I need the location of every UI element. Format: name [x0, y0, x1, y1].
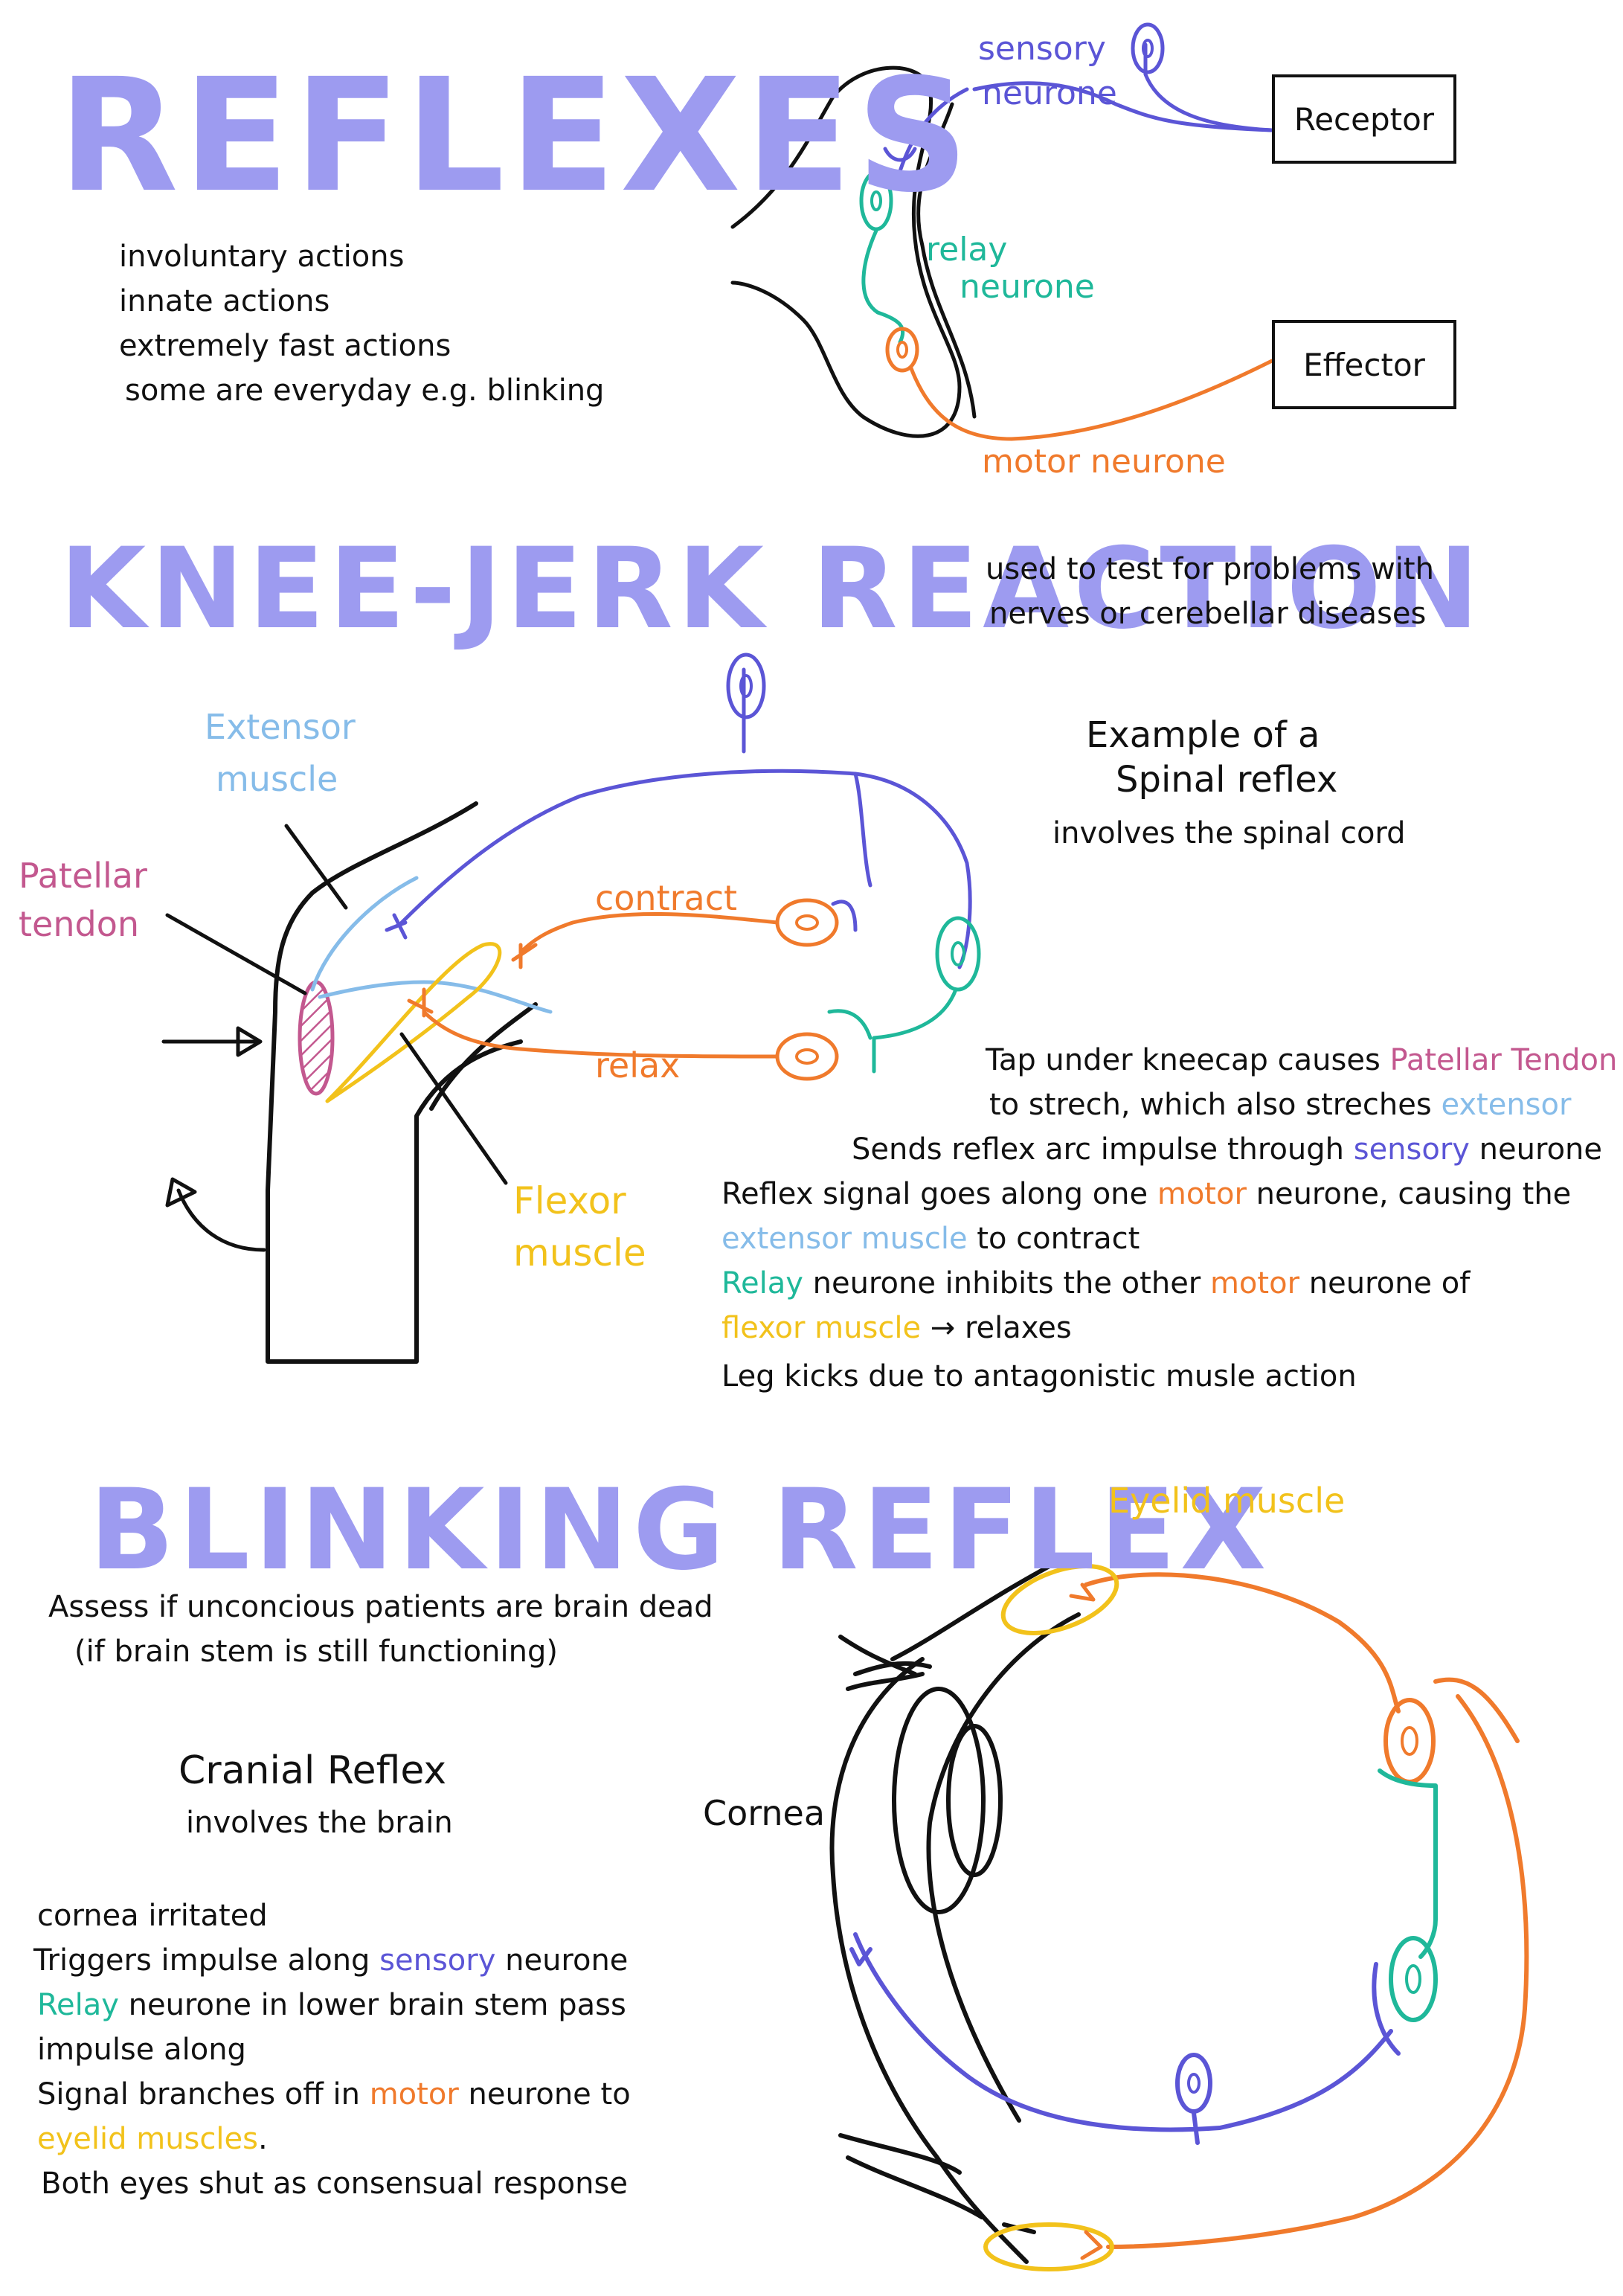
cornea-label: Cornea [703, 1793, 826, 1833]
reflexes-point-1: involuntary actions [119, 240, 405, 274]
spinal-cord-outline [730, 65, 962, 438]
example-line-3: involves the spinal cord [1052, 816, 1406, 850]
knee-jerk-diagram [161, 652, 981, 1364]
knee-relay-cell-icon [935, 916, 981, 992]
reflexes-title: REFLEXES [58, 45, 974, 227]
blinking-assess-1: Assess if unconcious patients are brain … [48, 1590, 713, 1624]
flexor-muscle-shape [325, 942, 502, 1103]
tap-arrow-icon [161, 1026, 263, 1057]
knee-motor-cell-contract-icon [775, 898, 839, 947]
relay-label: relay [926, 231, 1008, 269]
blink-step-2: Triggers impulse along sensory neurone [33, 1943, 629, 1978]
extensor-label: Extensor [205, 707, 356, 747]
kick-arrow-icon [165, 1177, 266, 1252]
motor-label: motor neurone [982, 443, 1226, 481]
blink-step-7: Both eyes shut as consensual response [41, 2167, 628, 2201]
knee-step-3: Sends reflex arc impulse through sensory… [852, 1132, 1602, 1167]
knee-sensory-cell-icon [726, 652, 766, 719]
lens-shape [892, 1687, 986, 1914]
blink-step-1: cornea irritated [37, 1899, 268, 1933]
knee-step-4: Reflex signal goes along one motor neuro… [721, 1177, 1572, 1211]
blink-step-5: Signal branches off in motor neurone to [37, 2077, 631, 2111]
patellar-tendon-shape [298, 980, 335, 1096]
sensory-branch [883, 87, 969, 173]
eye-outline [829, 1657, 1029, 2264]
knee-step-5: extensor muscle to contract [721, 1222, 1140, 1256]
knee-step-7: flexor muscle → relaxes [721, 1311, 1072, 1345]
upper-lashes [838, 1553, 1073, 1691]
contract-label: contract [595, 878, 738, 918]
blink-step-3: Relay neurone in lower brain stem pass [37, 1988, 626, 2022]
sensory-label: sensory [978, 30, 1106, 68]
flexor-label: Flexor [513, 1179, 626, 1222]
cornea-shape [946, 1724, 1003, 1877]
effector-box: Effector [1272, 320, 1456, 409]
motor-cell-body-icon [885, 327, 919, 373]
reflexes-point-3: extremely fast actions [119, 329, 451, 363]
knee-step-1: Tap under kneecap causes Patellar Tendon [986, 1043, 1618, 1077]
motor-neurone-line [909, 359, 1274, 441]
knee-jerk-desc-1: used to test for problems with [986, 552, 1434, 586]
blinking-title: BLINKING REFLEX [89, 1466, 1271, 1595]
relay-neurone-line [861, 228, 905, 344]
sensory-label-2: neurone [982, 74, 1117, 112]
reflexes-point-2: innate actions [119, 284, 330, 318]
lower-eyelid-muscle [983, 2222, 1114, 2271]
sensory-cell-body-icon [1131, 22, 1165, 74]
cranial-reflex-sub: involves the brain [186, 1806, 453, 1840]
sensory-neurone-arc [1143, 42, 1274, 132]
blinking-diagram [829, 1553, 1529, 2271]
blink-step-4: impulse along [37, 2033, 246, 2067]
receptor-box: Receptor [1272, 74, 1456, 164]
knee-motor-cell-relax-icon [775, 1032, 839, 1081]
blinking-assess-2: (if brain stem is still functioning) [74, 1635, 558, 1669]
patellar-label: Patellar [19, 856, 147, 896]
example-line-2: Spinal reflex [1116, 759, 1338, 801]
cranial-reflex-heading: Cranial Reflex [179, 1748, 447, 1793]
sensory-axon [972, 81, 1274, 132]
knee-step-6: Relay neurone inhibits the other motor n… [721, 1266, 1471, 1301]
example-line-1: Example of a [1086, 714, 1320, 756]
patellar-label-2: tendon [19, 904, 139, 944]
eye-motor-cell-icon [1383, 1698, 1436, 1784]
knee-step-2: to strech, which also streches extensor [989, 1088, 1572, 1122]
flexor-label-2: muscle [513, 1231, 646, 1274]
blink-step-6: eyelid muscles. [37, 2122, 268, 2156]
knee-step-8: Leg kicks due to antagonistic musle acti… [721, 1359, 1357, 1394]
lower-lashes [838, 2133, 1036, 2234]
knee-jerk-title: KNEE-JERK REACTION [60, 525, 1484, 654]
reflexes-point-4: some are everyday e.g. blinking [125, 373, 605, 408]
eye-relay-neurone [1378, 1769, 1438, 1959]
extensor-muscle-shape [310, 876, 553, 1014]
eye-relay-cell-icon [1389, 1936, 1438, 2022]
knee-jerk-desc-2: nerves or cerebellar diseases [989, 597, 1427, 631]
eye-motor-neurone [1084, 1572, 1529, 2249]
relay-label-2: neurone [960, 268, 1095, 306]
relax-label: relax [595, 1045, 681, 1086]
spinal-cord-inner [916, 102, 977, 419]
eyelid-muscle-label: Eyelid muscle [1108, 1481, 1346, 1521]
upper-eyelid-muscle [1000, 1564, 1119, 1635]
eye-sensory-cell-icon [1175, 2053, 1212, 2114]
extensor-label-2: muscle [216, 759, 338, 799]
knee-sensory-neurone [399, 667, 972, 969]
eye-sensory-neurone [849, 1932, 1401, 2132]
eye-inner [926, 1612, 1081, 2123]
reflex-arc-diagram [730, 22, 1274, 441]
